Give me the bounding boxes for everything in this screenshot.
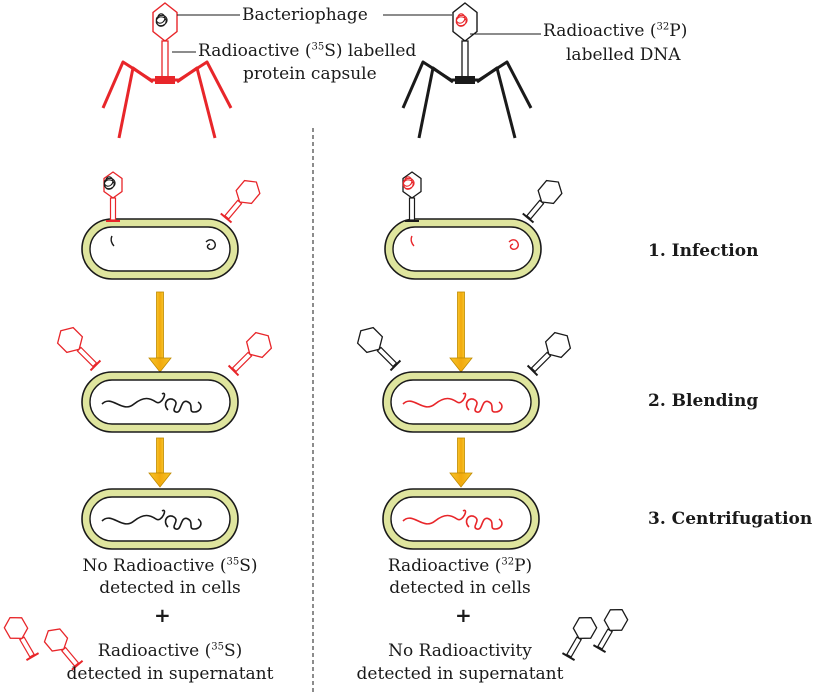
left-result-supernatant-line1: Radioactive (35S): [97, 641, 243, 661]
left-result-cells-line2: detected in cells: [99, 578, 241, 598]
step-infection: 1. Infection: [648, 241, 759, 261]
left-infection-cell: [81, 218, 239, 280]
left-arrow-2: [148, 437, 172, 488]
phosphorus-dna-label: Radioactive (32P): [543, 21, 688, 41]
right-centrifuge-cell: [382, 488, 540, 550]
left-centrifuge-cell: [81, 488, 239, 550]
sulfur-capsule-label: Radioactive (35S) labelled: [198, 41, 417, 61]
left-supernatant-phage-1-icon: [3, 616, 40, 661]
right-arrow-1: [449, 291, 473, 373]
right-detached-phage-2-icon: [526, 331, 572, 377]
step-centrifugation: 3. Centrifugation: [648, 509, 813, 529]
left-supernatant-phage-2-icon: [43, 628, 84, 671]
right-plus: +: [455, 603, 472, 627]
phosphorus-dna-label-line2: labelled DNA: [566, 45, 681, 65]
step-blending: 2. Blending: [648, 391, 759, 411]
left-plus: +: [154, 603, 171, 627]
left-infecting-phage-2-icon: [220, 179, 261, 224]
left-result-supernatant-line2: detected in supernatant: [66, 664, 274, 684]
left-detached-phage-1-icon: [56, 326, 102, 372]
sulfur-capsule-label-line2: protein capsule: [243, 64, 377, 84]
right-blending-cell: [382, 371, 540, 433]
right-infecting-phage-2-icon: [522, 179, 563, 224]
right-result-supernatant-line1: No Radioactivity: [388, 641, 532, 661]
right-supernatant-phage-2-icon: [592, 608, 629, 653]
right-result-supernatant-line2: detected in supernatant: [356, 664, 564, 684]
left-detached-phage-2-icon: [227, 331, 273, 377]
bacteriophage-label: Bacteriophage: [242, 5, 368, 25]
sulfur-labelled-phage-icon: [101, 2, 233, 139]
right-supernatant-phage-1-icon: [561, 616, 598, 661]
right-result-cells-line2: detected in cells: [389, 578, 531, 598]
right-arrow-2: [449, 437, 473, 488]
right-result-cells-line1: Radioactive (32P): [387, 556, 533, 576]
right-infecting-phage-1-icon: [402, 171, 422, 222]
phosphorus-labelled-phage-icon: [401, 2, 533, 139]
left-infecting-phage-1-icon: [103, 171, 123, 222]
right-detached-phage-1-icon: [356, 326, 402, 372]
left-result-cells-line1: No Radioactive (35S): [82, 556, 258, 576]
left-arrow-1: [148, 291, 172, 373]
left-blending-cell: [81, 371, 239, 433]
right-infection-cell: [384, 218, 542, 280]
